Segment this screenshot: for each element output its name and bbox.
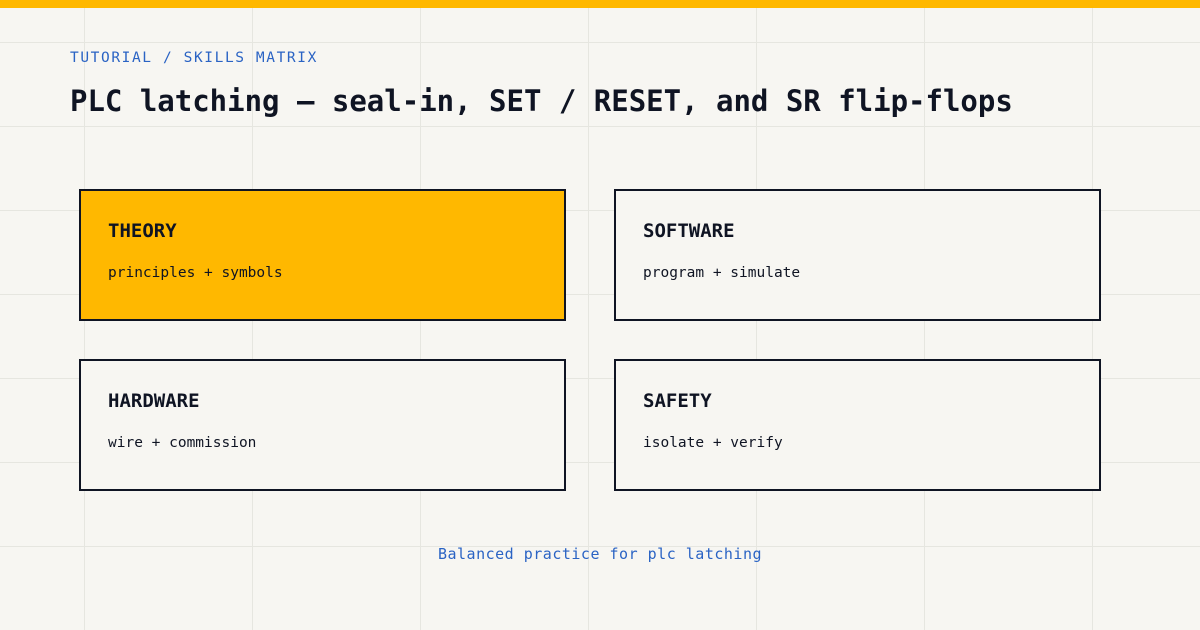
card-title: SOFTWARE — [643, 220, 735, 242]
page-title: PLC latching — seal-in, SET / RESET, and… — [70, 84, 1013, 118]
skill-card-software[interactable]: SOFTWARE program + simulate — [614, 189, 1101, 321]
card-description: program + simulate — [643, 265, 801, 281]
footer-caption: Balanced practice for plc latching — [437, 545, 763, 563]
card-description: wire + commission — [108, 435, 257, 451]
breadcrumb: TUTORIAL / SKILLS MATRIX — [70, 50, 318, 66]
skill-card-safety[interactable]: SAFETY isolate + verify — [614, 359, 1101, 491]
top-accent-bar — [0, 0, 1200, 8]
card-title: HARDWARE — [108, 390, 200, 412]
skill-card-theory[interactable]: THEORY principles + symbols — [79, 189, 566, 321]
card-description: isolate + verify — [643, 435, 783, 451]
card-title: SAFETY — [643, 390, 712, 412]
skill-card-hardware[interactable]: HARDWARE wire + commission — [79, 359, 566, 491]
card-description: principles + symbols — [108, 265, 283, 281]
card-title: THEORY — [108, 220, 177, 242]
